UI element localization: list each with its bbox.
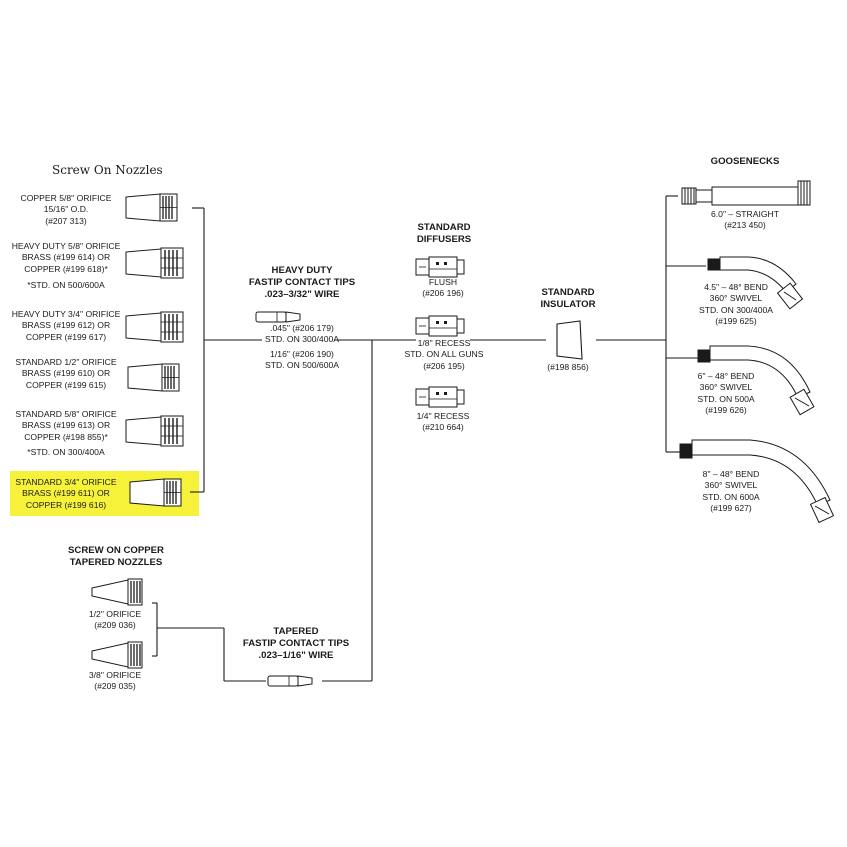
nozzle-label-standard-3-4: STANDARD 3/4" ORIFICE BRASS (#199 611) O… (15, 477, 117, 510)
nozzle-copper-5-8 (125, 193, 178, 222)
diffuser-flush (415, 256, 465, 278)
gooseneck-4-5-bend (707, 256, 804, 310)
gooseneck-label-4-5-bend: 4.5" – 48° BEND 360° SWIVEL STD. ON 300/… (698, 282, 774, 327)
nozzle-heavy-duty-3-4 (125, 311, 184, 343)
nozzle-label-standard-5-8: STANDARD 5/8" ORIFICE BRASS (#199 613) O… (15, 409, 117, 442)
tapered-nozzle-label-3-8: 3/8" ORIFICE (#209 035) (88, 670, 142, 692)
insulator-part (556, 320, 583, 360)
diffusers-heading: STANDARD DIFFUSERS (416, 222, 472, 245)
gooseneck-label-8-bend: 8" – 48° BEND 360° SWIVEL STD. ON 600A (… (702, 469, 760, 514)
nozzle-standard-1-2 (127, 363, 180, 392)
nozzle-label-standard-1-2: STANDARD 1/2" ORIFICE BRASS (#199 610) O… (15, 357, 117, 390)
insulator-heading: STANDARD INSULATOR (540, 287, 596, 310)
gooseneck-label-6-bend: 6" – 48° BEND 360° SWIVEL STD. ON 500A (… (697, 371, 755, 416)
gooseneck-8-bend (679, 439, 835, 524)
hd-tip-label-1-16: 1/16" (#206 190) STD. ON 500/600A (264, 349, 340, 371)
nozzle-standard-5-8 (125, 415, 184, 447)
hd-tip-label-045: .045" (#206 179) STD. ON 300/400A (264, 323, 340, 345)
nozzle-note-heavy-duty-5-8: *STD. ON 500/600A (27, 280, 105, 290)
tapered-nozzle-3-8 (91, 641, 143, 669)
screw-on-nozzles-title: Screw On Nozzles (52, 163, 163, 177)
contact-tip-tapered (267, 675, 313, 687)
goosenecks-heading: GOOSENECKS (710, 156, 780, 167)
insulator-part-number: (#198 856) (547, 362, 589, 372)
diffuser-1-8-recess (415, 315, 465, 337)
tapered-nozzle-label-1-2: 1/2" ORIFICE (#209 036) (88, 609, 142, 631)
hd-tips-heading: HEAVY DUTY FASTIP CONTACT TIPS .023–3/32… (248, 265, 356, 300)
gooseneck-label-straight: 6.0" – STRAIGHT (#213 450) (711, 209, 779, 231)
diffuser-label-1-4-recess: 1/4" RECESS (#210 664) (416, 411, 470, 433)
nozzle-note-standard-5-8: *STD. ON 300/400A (27, 447, 105, 457)
diffuser-label-flush: FLUSH (#206 196) (422, 277, 464, 299)
nozzle-label-heavy-duty-5-8: HEAVY DUTY 5/8" ORIFICE BRASS (#199 614)… (11, 241, 121, 274)
diffuser-label-1-8-recess: 1/8" RECESS STD. ON ALL GUNS (#206 195) (404, 338, 484, 371)
tapered-nozzle-1-2 (91, 578, 143, 606)
tapered-tips-heading: TAPERED FASTIP CONTACT TIPS .023–1/16" W… (242, 626, 350, 661)
nozzle-label-copper-5-8: COPPER 5/8" ORIFICE 15/16" O.D. (#207 31… (20, 193, 112, 226)
gooseneck-straight (681, 180, 811, 206)
nozzle-heavy-duty-5-8 (125, 247, 184, 279)
nozzle-label-heavy-duty-3-4: HEAVY DUTY 3/4" ORIFICE BRASS (#199 612)… (11, 309, 121, 342)
nozzle-standard-3-4 (129, 478, 182, 507)
gooseneck-6-bend (697, 345, 815, 416)
diffuser-1-4-recess (415, 386, 465, 408)
tapered-nozzles-heading: SCREW ON COPPER TAPERED NOZZLES (68, 545, 164, 568)
contact-tip-heavy-duty (255, 311, 301, 323)
